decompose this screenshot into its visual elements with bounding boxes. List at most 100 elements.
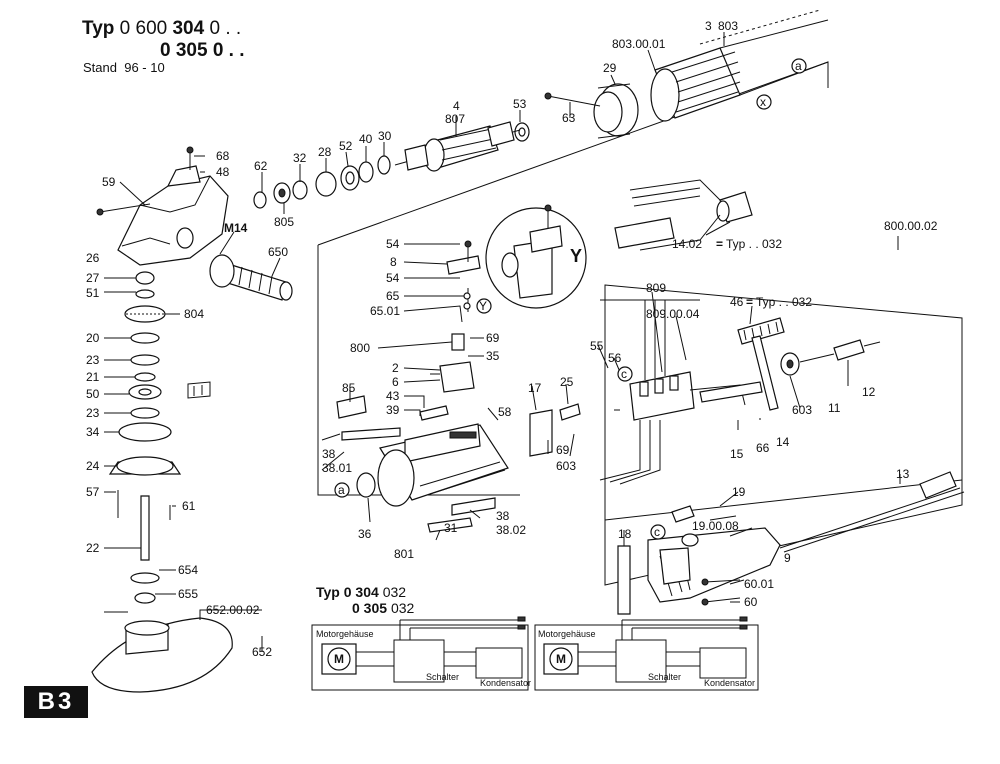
callout-8: 8 xyxy=(390,255,397,269)
cable-13 xyxy=(779,471,965,553)
type-alt-header: 0 305 0 . . xyxy=(160,40,245,62)
callout-labels: 803 3 803.00.01 29 63 53 4 807 30 40 52 … xyxy=(86,19,938,659)
callout-20: 20 xyxy=(86,331,100,345)
callout-46-eq: = xyxy=(746,295,753,309)
callout-19: 19 xyxy=(732,485,746,499)
type-code-suffix: 0 . . xyxy=(209,18,242,39)
auxiliary-handle-650 xyxy=(209,254,293,301)
marker-y-small: Y xyxy=(476,298,492,314)
callout-55: 55 xyxy=(590,339,604,353)
callout-34: 34 xyxy=(86,425,100,439)
wiring-schematic-2: M Motorgehäuse Schalter Kondensator xyxy=(538,616,755,688)
detail-y-label: Y xyxy=(570,246,582,266)
callout-51: 51 xyxy=(86,286,100,300)
callout-12: 12 xyxy=(862,385,876,399)
wiring-type-line-2: 0 305 032 xyxy=(352,600,414,616)
callout-14-02: 14.02 xyxy=(672,237,702,251)
marker-x-top: x xyxy=(756,94,772,110)
capacitor-14-02 xyxy=(614,179,753,251)
callout-56: 56 xyxy=(608,351,622,365)
callout-23-upper: 23 xyxy=(86,353,100,367)
callout-22: 22 xyxy=(86,541,100,555)
callout-17: 17 xyxy=(528,381,542,395)
callout-54-lower: 54 xyxy=(386,271,400,285)
screw-59 xyxy=(96,203,151,216)
callout-69-lower: 69 xyxy=(556,443,570,457)
motor-symbol-1: M xyxy=(334,652,344,666)
marker-c-mid: c xyxy=(617,366,633,382)
switch-label-2: Schalter xyxy=(648,672,681,682)
svg-text:a: a xyxy=(338,483,345,497)
callout-61: 61 xyxy=(182,499,196,513)
motor-housing-801 xyxy=(377,423,509,507)
callout-652-00-02: 652.00.02 xyxy=(206,603,260,617)
armature-4 xyxy=(394,121,521,172)
gear-head-housing xyxy=(117,165,229,266)
callout-39: 39 xyxy=(386,403,400,417)
callout-38-01: 38.01 xyxy=(322,461,352,475)
callout-25: 25 xyxy=(560,375,574,389)
wiring-code-1: 0 304 xyxy=(343,584,379,600)
wiring-schematic-1: M Motorgehäuse Schalter Kondensator xyxy=(316,616,531,688)
marker-a-top: a xyxy=(791,58,807,74)
stand-label: Stand xyxy=(83,60,117,75)
pinion-805 xyxy=(273,182,291,204)
callout-29: 29 xyxy=(603,61,617,75)
washer-set-30-40-52-28-32 xyxy=(292,155,391,200)
stand-value: 96 - 10 xyxy=(124,60,165,75)
callout-807: 807 xyxy=(445,112,465,126)
callout-60: 60 xyxy=(744,595,758,609)
callout-36: 36 xyxy=(358,527,372,541)
callout-809: 809 xyxy=(646,281,666,295)
callout-62: 62 xyxy=(254,159,268,173)
type-code-prefix: 0 600 xyxy=(119,18,168,39)
motor-symbol-2: M xyxy=(556,652,566,666)
callout-9: 9 xyxy=(784,551,791,565)
callout-54-upper: 54 xyxy=(386,237,400,251)
callout-15: 15 xyxy=(730,447,744,461)
switch-809 xyxy=(599,299,746,485)
wiring-type-label: Typ xyxy=(316,584,340,600)
brush-detail-circle-Y xyxy=(485,204,587,309)
motor-housing-label-2: Motorgehäuse xyxy=(538,629,596,639)
callout-48: 48 xyxy=(216,165,230,179)
wiring-frame-left xyxy=(311,624,529,691)
interference-filter-46 xyxy=(737,317,785,345)
callout-3: 3 xyxy=(705,19,712,33)
callout-14-02-typ: Typ . . 032 xyxy=(726,237,782,251)
type-header: Typ 0 600 304 0 . . xyxy=(82,18,241,40)
leader-lines xyxy=(104,32,901,652)
callout-32: 32 xyxy=(293,151,307,165)
type-code-main: 304 xyxy=(172,18,205,39)
callout-26: 26 xyxy=(86,251,100,265)
wiring-code-2-suffix: 032 xyxy=(390,600,415,616)
callout-69: 69 xyxy=(486,331,500,345)
callout-27: 27 xyxy=(86,271,100,285)
callout-11: 11 xyxy=(828,401,841,415)
callout-809-00-04: 809.00.04 xyxy=(646,307,700,321)
screws-57-61 xyxy=(117,490,171,520)
callout-65: 65 xyxy=(386,289,400,303)
callout-46: 46 xyxy=(730,295,744,309)
screw-68 xyxy=(186,146,194,170)
stator-field-coil xyxy=(650,9,829,122)
washer-11 xyxy=(780,352,800,376)
callout-59: 59 xyxy=(102,175,116,189)
callout-603-left: 603 xyxy=(556,459,576,473)
type-label: Typ xyxy=(82,18,115,39)
brush-holder-group xyxy=(430,240,481,393)
cap-36 xyxy=(356,472,376,498)
cable-clamp-18 xyxy=(617,545,631,615)
callout-66: 66 xyxy=(756,441,770,455)
callout-35: 35 xyxy=(486,349,500,363)
callout-800-00-02: 800.00.02 xyxy=(884,219,938,233)
callout-800: 800 xyxy=(350,341,370,355)
callout-804: 804 xyxy=(184,307,204,321)
revision-stand: Stand 96 - 10 xyxy=(83,60,165,75)
wiring-frame-right xyxy=(534,624,759,691)
callout-31: 31 xyxy=(444,521,458,535)
callout-28: 28 xyxy=(318,145,332,159)
callout-68: 68 xyxy=(216,149,230,163)
